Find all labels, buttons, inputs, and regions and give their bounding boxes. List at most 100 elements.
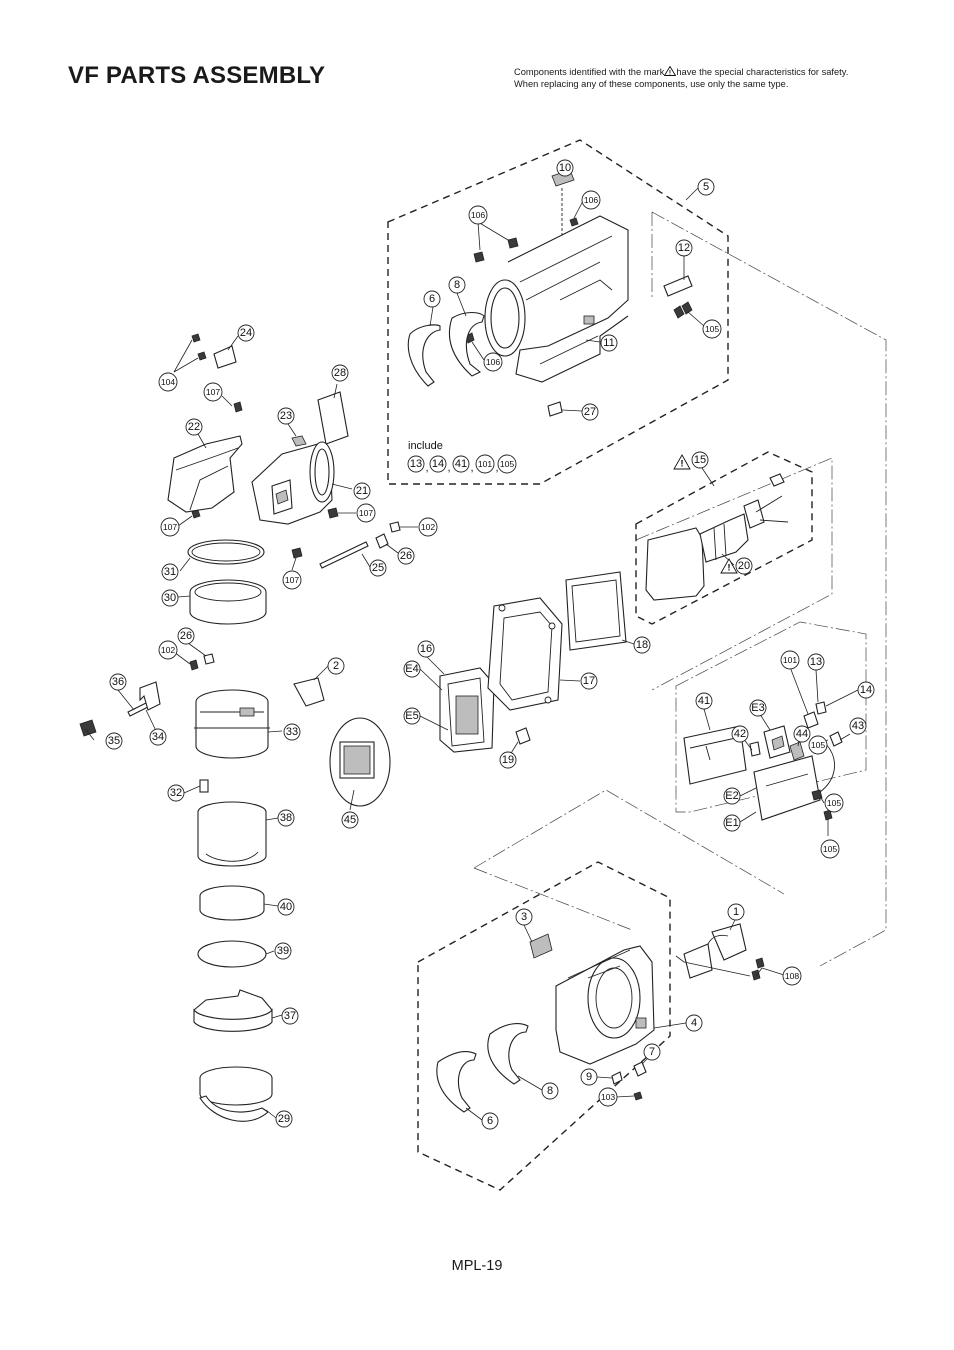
- include-part-14: 14: [432, 458, 444, 470]
- callout-circle: [403, 707, 421, 725]
- part-6-strip-lower: [436, 1051, 477, 1113]
- callout-105b: 105: [808, 735, 828, 755]
- callout-label: 40: [280, 901, 292, 913]
- callout-circle: [237, 324, 255, 342]
- callout-label: E2: [725, 790, 738, 802]
- callout-circle: [158, 640, 178, 660]
- callout-label: 106: [584, 195, 599, 205]
- callout-38: 38: [277, 809, 295, 827]
- callout-4: 4: [685, 1014, 703, 1032]
- callout-106b: 106: [581, 190, 601, 210]
- callout-label: 30: [164, 592, 176, 604]
- part-34-bracket: [139, 681, 161, 711]
- include-separator-1: ,: [425, 462, 428, 474]
- chassis-dash-outline: [651, 211, 887, 967]
- part-24-bracket: [191, 333, 237, 369]
- callout-label: 12: [678, 242, 690, 254]
- part-106-screw-a: [473, 251, 485, 263]
- part-45-filter: [329, 717, 391, 807]
- part-107-screw-b: [191, 509, 201, 519]
- part-18-gasket: [565, 571, 627, 651]
- callout-label: 45: [344, 814, 356, 826]
- callout-circle: [277, 407, 295, 425]
- callout-103: 103: [598, 1087, 618, 1107]
- callout-21: 21: [353, 482, 371, 500]
- callout-1: 1: [727, 903, 745, 921]
- callout-29: 29: [275, 1110, 293, 1128]
- safety-note-line1-b: have the special characteristics for saf…: [676, 67, 849, 77]
- callout-35: 35: [105, 732, 123, 750]
- callout-label: 15: [694, 454, 706, 466]
- callout-20: 20: [735, 557, 753, 575]
- callout-circle: [581, 190, 601, 210]
- callout-37: 37: [281, 1007, 299, 1025]
- part-25-pin: [319, 541, 369, 569]
- part-39-disc: [197, 940, 267, 968]
- include-part-105: 105: [500, 459, 515, 469]
- callout-106a: 106: [468, 205, 488, 225]
- callout-circle: [857, 681, 875, 699]
- callout-16: 16: [417, 640, 435, 658]
- callout-2: 2: [327, 657, 345, 675]
- callout-circle: [277, 898, 295, 916]
- callout-label: E3: [751, 702, 764, 714]
- part-12-bracket: [663, 275, 693, 319]
- include-separator-2: ,: [447, 462, 450, 474]
- callout-label: 19: [502, 754, 514, 766]
- part-40-ring: [199, 885, 265, 921]
- callout-circle: [423, 290, 441, 308]
- part-14-holder: [815, 701, 827, 715]
- callout-label: 31: [164, 566, 176, 578]
- callout-circle: [327, 657, 345, 675]
- callout-E4: E4: [403, 660, 421, 678]
- part-30-ring: [189, 579, 267, 625]
- callout-105d: 105: [820, 839, 840, 859]
- callout-label: 16: [420, 643, 432, 655]
- callout-circle: [167, 784, 185, 802]
- callout-label: 6: [429, 293, 435, 305]
- callout-3: 3: [515, 908, 533, 926]
- callout-104: 104: [158, 372, 178, 392]
- part-9-clip: [611, 1071, 623, 1085]
- callout-circle: [397, 547, 415, 565]
- callout-label: 20: [738, 560, 750, 572]
- callout-label: 101: [783, 655, 798, 665]
- callout-label: 107: [206, 387, 221, 397]
- part-107-screw-c: [327, 507, 339, 519]
- callout-E5: E5: [403, 707, 421, 725]
- callout-circle: [731, 725, 749, 743]
- part-42-clip: [749, 741, 761, 757]
- callout-label: 103: [601, 1092, 616, 1102]
- callout-label: 107: [359, 508, 374, 518]
- callout-36: 36: [109, 673, 127, 691]
- callout-107a: 107: [203, 382, 223, 402]
- part-13-holder: [803, 711, 819, 729]
- callout-label: 29: [278, 1113, 290, 1125]
- callout-circle: [675, 239, 693, 257]
- callout-44: 44: [793, 725, 811, 743]
- callout-26b: 26: [177, 627, 195, 645]
- include-separator-3: ,: [470, 462, 473, 474]
- safety-note-line1-a: Components identified with the mark: [514, 67, 665, 77]
- callout-label: 105: [811, 740, 826, 750]
- part-106-screw-b: [507, 237, 519, 249]
- part-e-pcb-board: [753, 725, 821, 821]
- callout-107c: 107: [356, 503, 376, 523]
- callout-label: 25: [372, 562, 384, 574]
- part-29-eyecup: [199, 1066, 273, 1122]
- callout-label: 32: [170, 787, 182, 799]
- callout-label: 13: [810, 656, 822, 668]
- part-102-screw-b: [189, 659, 199, 671]
- callout-25: 25: [369, 559, 387, 577]
- callout-label: 38: [280, 812, 292, 824]
- callout-label: 43: [852, 720, 864, 732]
- part-3-label-sheet: [529, 933, 553, 959]
- part-107-screw-d: [291, 547, 303, 559]
- callout-label: 106: [471, 210, 486, 220]
- callout-27: 27: [581, 403, 599, 421]
- callout-circle: [849, 717, 867, 735]
- callout-circle: [515, 908, 533, 926]
- callout-label: 10: [559, 162, 571, 174]
- callout-label: 3: [521, 911, 527, 923]
